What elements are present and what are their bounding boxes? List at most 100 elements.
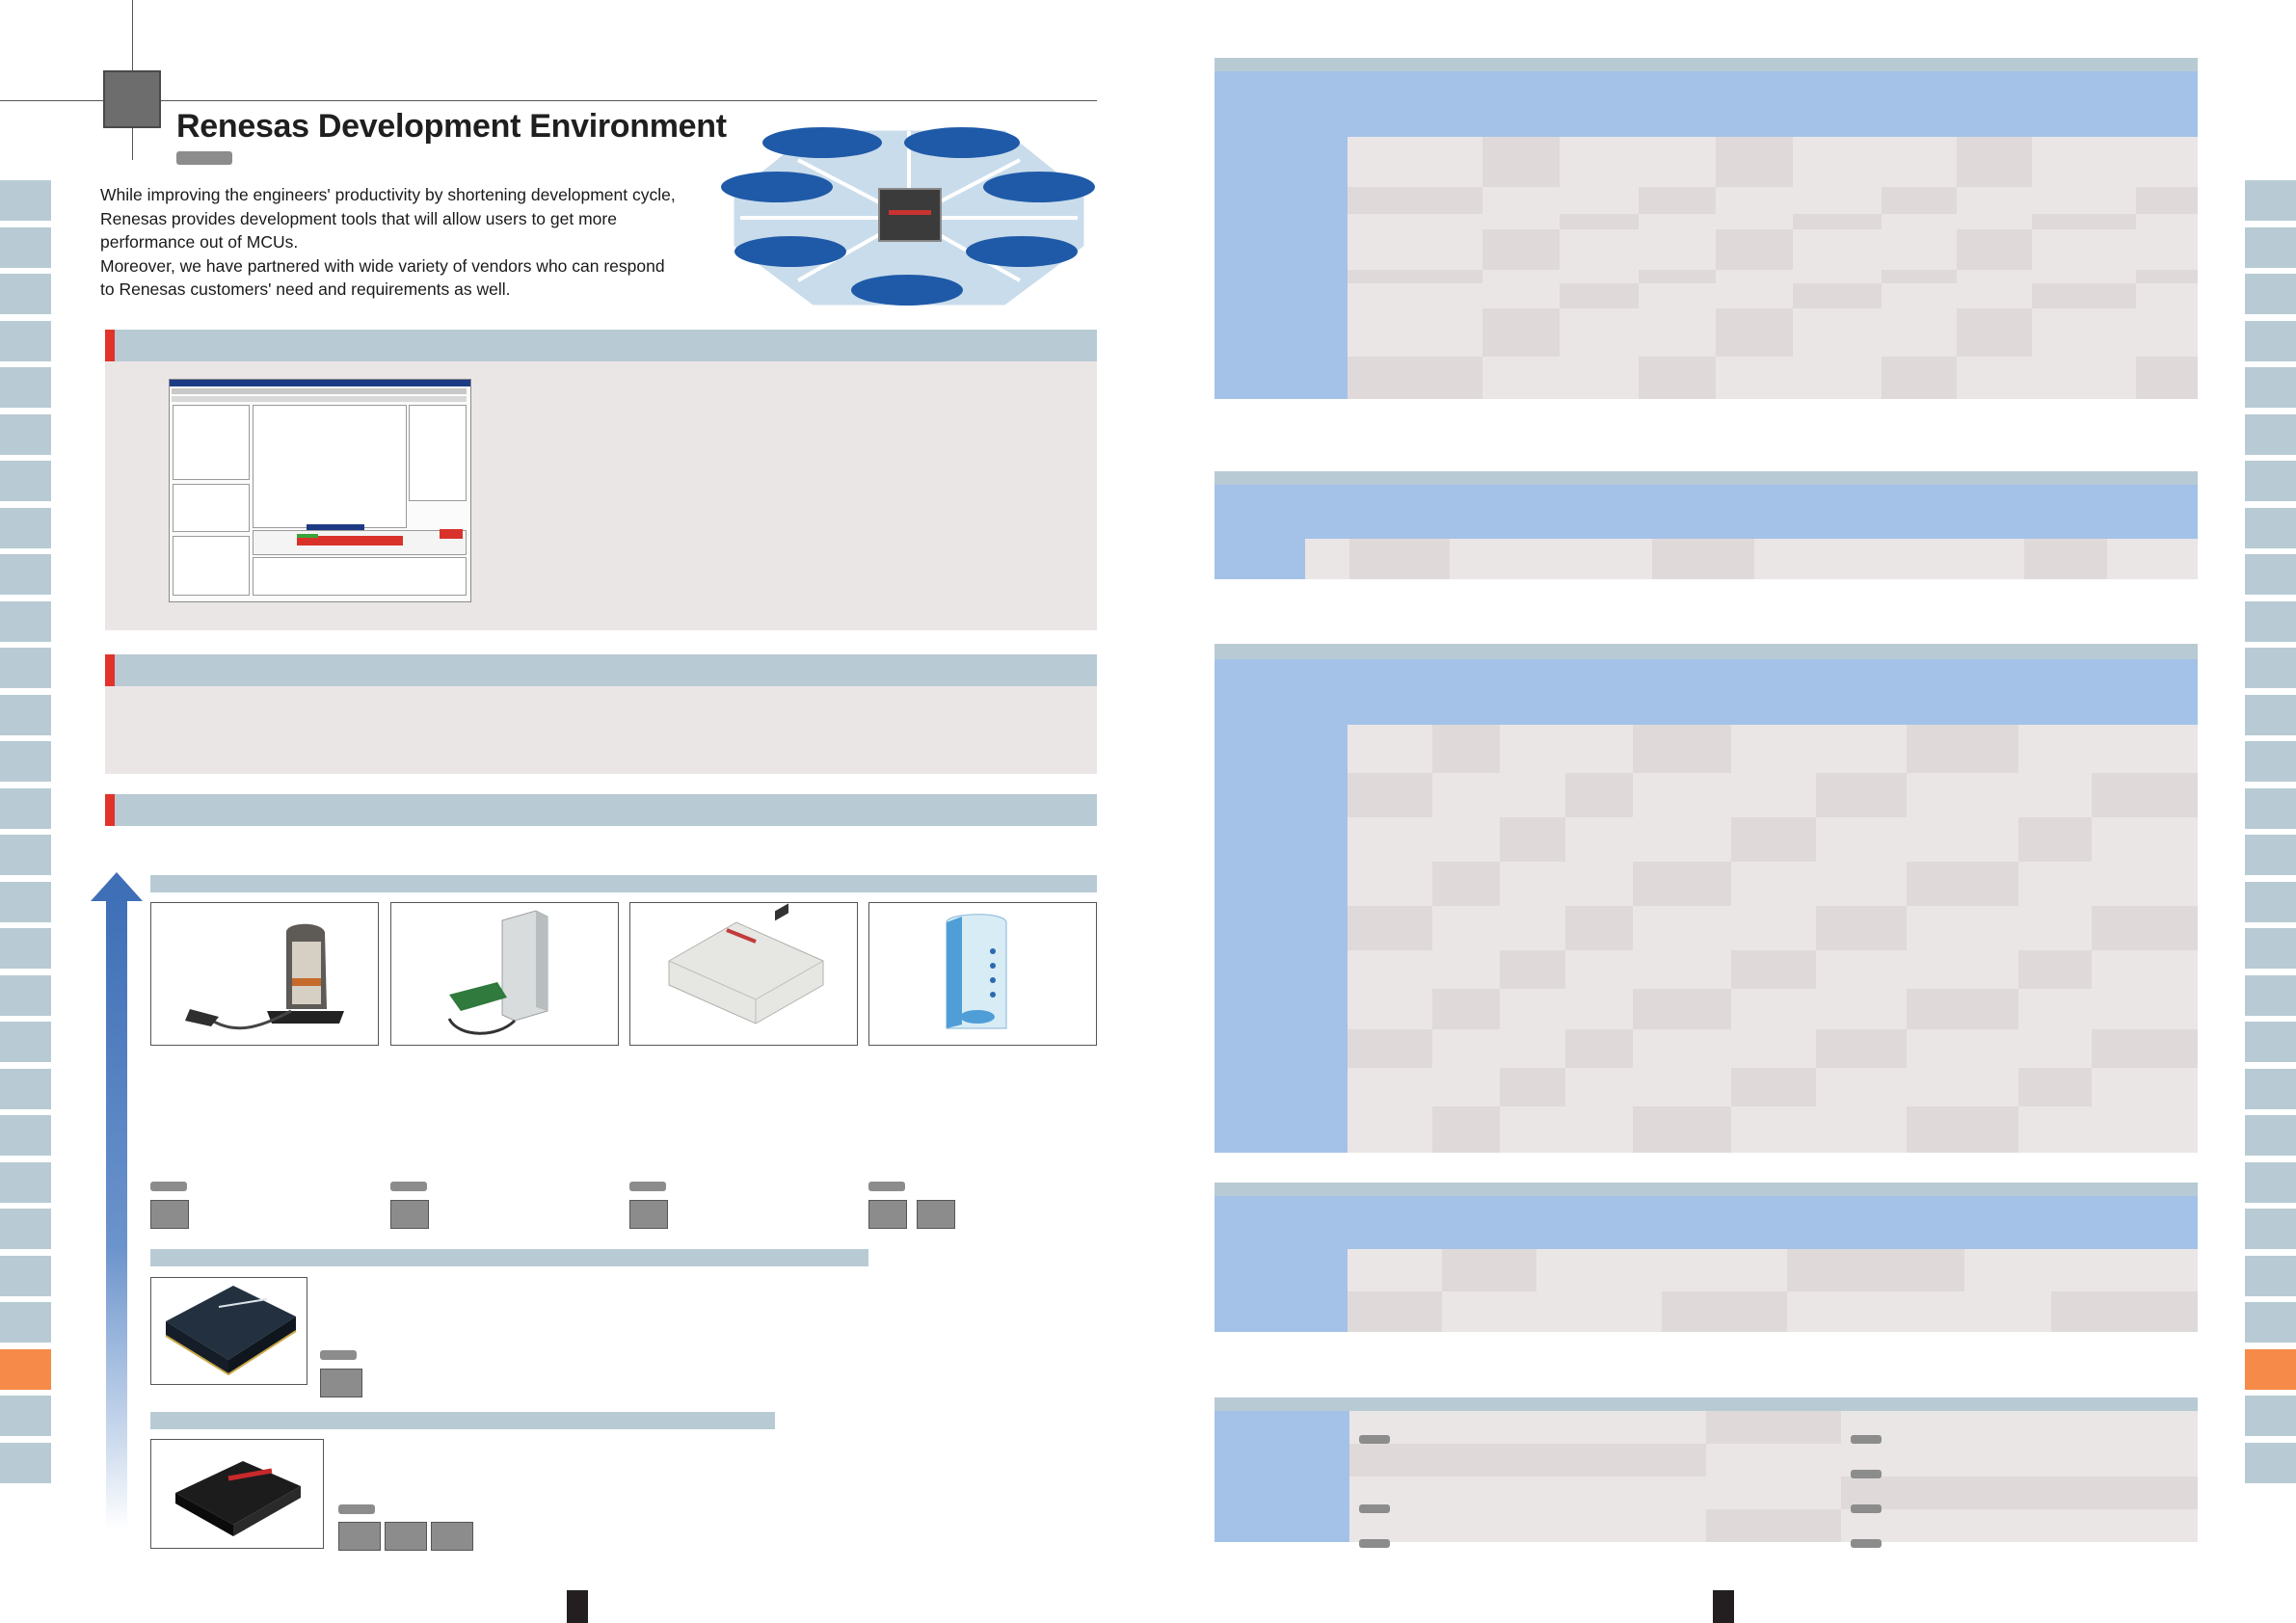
product-box-2 [390,902,619,1046]
table-3-data-cell [1816,989,1908,1030]
right-side-tab [2245,1256,2296,1299]
table-4-data-cell [1662,1249,1788,1292]
table-1-data-cell [1793,187,1882,215]
table-3-data-cell [1348,1106,1433,1154]
table-3-data-cell [2092,817,2199,863]
table-3-data-cell [1432,1029,1501,1069]
table-1-data-cell [1639,283,1717,309]
table-1-row-label [1215,357,1280,400]
table-3-row-label [1280,989,1348,1030]
table-3-header-cell [2092,659,2199,726]
table-3-data-cell [1816,725,1908,774]
table-3-row-label [1215,1068,1280,1107]
table-3-header-cell [1500,659,1566,726]
section-bar-compilers [105,654,1097,686]
table-1-data-cell [2032,270,2137,284]
table-3-data-cell [1565,1106,1634,1154]
table-3-top-bar [1215,644,2198,659]
table-3-data-cell [1816,862,1908,907]
right-side-tab [2245,1443,2296,1486]
table-1-header-cell [2136,71,2199,138]
right-side-tab [2245,882,2296,925]
e1000-emulator-icon [668,903,824,1024]
table-2-data-cell [1754,539,1855,580]
table-1-data-cell [1957,229,2033,271]
left-side-tab [0,1209,51,1252]
left-side-tab [0,1396,51,1439]
table-3-data-cell [2018,773,2093,818]
table-1-data-cell [1639,187,1717,215]
table-4-header-cell [1348,1196,1443,1250]
table-1-data-cell [1639,229,1717,271]
table-1-data-cell [1716,308,1794,358]
table-1-row-label [1215,214,1280,230]
table-4-data-cell [1348,1291,1443,1333]
product-3-tag [629,1182,666,1191]
table-3-header-cell [1348,659,1433,726]
table-3-data-cell [1907,989,2019,1030]
table-3-data-cell [2092,862,2199,907]
table-5-tag [1851,1539,1882,1548]
left-side-tab [0,601,51,645]
table-3-data-cell [1816,950,1908,990]
table-1-data-cell [1482,283,1561,309]
table-1-data-cell [1348,214,1483,230]
table-1-data-cell [1482,308,1561,358]
table-2-top-bar [1215,471,2198,485]
table-4-data-cell [2051,1249,2199,1292]
left-side-tab [0,1256,51,1299]
table-1-data-cell [1560,357,1640,400]
table-1-data-cell [2032,283,2137,309]
table-1-header-cell [1793,71,1882,138]
table-3-data-cell [1633,773,1732,818]
table-5-tag [1851,1470,1882,1478]
table-3-data-cell [1500,950,1566,990]
table-1-row-label [1280,229,1348,271]
left-side-tab [0,274,51,317]
table-1-header-cell [1348,71,1483,138]
intro-paragraph-2: Moreover, we have partnered with wide va… [100,255,665,300]
table-3-row-label [1280,773,1348,818]
table-1-row-label [1280,187,1348,215]
right-side-tab [2245,1396,2296,1439]
table-2-header-cell [1215,485,1262,540]
right-side-tab [2245,274,2296,317]
table-3-data-cell [1731,1106,1817,1154]
table-1-row-label [1280,357,1348,400]
table-1-data-cell [1793,308,1882,358]
table-1-data-cell [1560,214,1640,230]
table-3-data-cell [1633,862,1732,907]
table-1-row-label [1215,137,1280,188]
hub-node-left [721,172,833,202]
table-3-data-cell [1432,950,1501,990]
table-5-row-label [1215,1477,1349,1510]
table-3-data-cell [1907,862,2019,907]
mcu-hub-diagram [721,127,1095,308]
table-3-row-label [1215,862,1280,907]
right-side-tab [2245,554,2296,598]
table-1-data-cell [1957,137,2033,188]
table-3-header-cell [1816,659,1908,726]
table-3-data-cell [1432,817,1501,863]
left-side-tab [0,648,51,691]
table-3-data-cell [1731,725,1817,774]
table-1-header-cell [1957,71,2033,138]
table-3-data-cell [1633,817,1732,863]
table-3-data-cell [1907,725,2019,774]
table-3-row-label [1280,950,1348,990]
table-1-data-cell [1482,214,1561,230]
right-side-tab [2245,1162,2296,1206]
left-side-tab [0,1349,51,1393]
table-5-data-cell [1349,1411,1707,1445]
table-3-data-cell [1500,725,1566,774]
table-3-row-label [1215,773,1280,818]
table-5-data-cell [1841,1509,2199,1543]
left-side-tab [0,508,51,551]
table-5-data-cell [1841,1411,2199,1445]
table-2-data-cell [1349,539,1451,580]
product-box-4 [868,902,1097,1046]
table-1-data-cell [1482,187,1561,215]
table-3-data-cell [2092,725,2199,774]
table-1-data-cell [1882,270,1958,284]
table-1-data-cell [2032,229,2137,271]
